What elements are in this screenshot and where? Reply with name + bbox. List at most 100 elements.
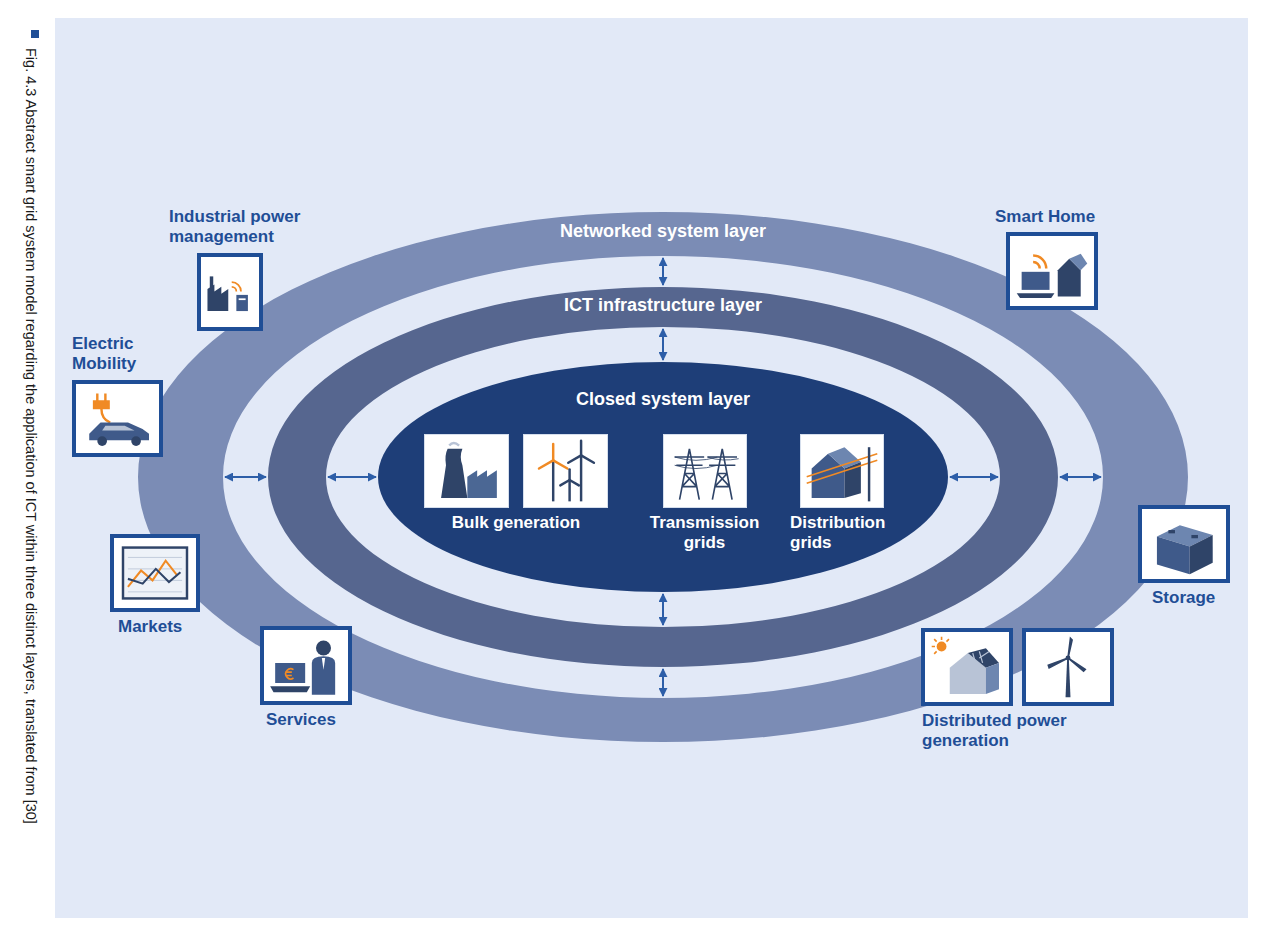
- icon-part: [568, 480, 570, 501]
- icon-part: [568, 469, 570, 480]
- icon-node: Distribution grids: [790, 434, 910, 554]
- icon-box: [260, 626, 352, 705]
- icon-row: [197, 253, 263, 331]
- icon-part: [123, 548, 187, 599]
- double-arrow: [1060, 476, 1101, 478]
- icon-node: Distributed power generation: [921, 628, 1114, 752]
- icon-box: [1022, 628, 1114, 706]
- layer-label: ICT infrastructure layer: [268, 295, 1058, 316]
- icon-row: [72, 380, 163, 457]
- icon-box: [800, 434, 884, 508]
- icon-part: [1066, 658, 1071, 697]
- icon-row: [921, 628, 1114, 706]
- icon-part: [568, 455, 581, 462]
- layer-band: [268, 287, 1058, 667]
- icon-part: [807, 454, 878, 484]
- icon-drawing: [1145, 512, 1223, 576]
- icon-row: [1006, 232, 1098, 310]
- double-arrow: [662, 329, 664, 360]
- icon-part: [1066, 656, 1071, 661]
- double-arrow: [328, 476, 376, 478]
- icon-part: [1022, 272, 1050, 290]
- icon-part: [932, 637, 949, 654]
- icon-row: [260, 626, 352, 705]
- icon-part: [316, 641, 331, 656]
- icon-part: [1017, 294, 1055, 299]
- node-label: Services: [266, 710, 366, 730]
- layer-ellipse: Closed system layerBulk generation Transm…: [378, 362, 948, 592]
- icon-row: [800, 434, 884, 508]
- double-arrow: [225, 476, 266, 478]
- node-label: Industrial power management: [169, 207, 344, 248]
- layer-label: Closed system layer: [378, 389, 948, 410]
- icon-part: [270, 686, 310, 692]
- icon-node: Electric Mobility: [72, 334, 172, 457]
- node-label: Bulk generation: [421, 513, 611, 533]
- icon-part: [552, 444, 554, 460]
- icon-part: [128, 557, 182, 591]
- icon-part: [1191, 535, 1198, 538]
- icon-part: [553, 460, 567, 468]
- icon-box: [663, 434, 747, 508]
- icon-drawing: [267, 633, 345, 698]
- icon-part: [89, 422, 149, 440]
- icon-part: [1157, 537, 1190, 575]
- icon-part: [868, 447, 870, 501]
- icon-box: [424, 434, 509, 508]
- node-label: Transmission grids: [637, 513, 772, 554]
- icon-part: [441, 449, 467, 498]
- icon-part: [232, 282, 241, 291]
- icon-box: [72, 380, 163, 457]
- icon-part: [1033, 256, 1046, 269]
- icon-part: [1168, 530, 1175, 533]
- icon-box: [523, 434, 608, 508]
- icon-part: [275, 663, 305, 683]
- icon-node: Storage: [1138, 505, 1242, 608]
- icon-part: [239, 298, 246, 300]
- node-label: Smart Home: [995, 207, 1135, 227]
- icon-part: [312, 656, 335, 694]
- node-label: Electric Mobility: [72, 334, 172, 375]
- node-label: Markets: [118, 617, 208, 637]
- icon-drawing: [1029, 635, 1107, 699]
- icon-row: [663, 434, 747, 508]
- node-label: Distributed power generation: [922, 711, 1112, 752]
- icon-box: [921, 628, 1013, 706]
- icon-part: [539, 460, 553, 468]
- icon-part: [94, 393, 109, 408]
- icon-drawing: [805, 439, 879, 503]
- icon-drawing: [429, 439, 504, 503]
- icon-part: [580, 455, 582, 501]
- icon-part: [322, 658, 325, 670]
- icon-part: [973, 651, 989, 664]
- icon-part: [580, 441, 582, 456]
- icon-part: [207, 284, 228, 311]
- icon-part: [131, 436, 141, 446]
- double-arrow: [662, 594, 664, 625]
- icon-part: [1048, 638, 1085, 671]
- icon-drawing: [928, 635, 1006, 699]
- icon-box: [197, 253, 263, 331]
- icon-node: Markets: [110, 534, 208, 637]
- layer-ellipse: ICT infrastructure layerClosed system la…: [268, 287, 1058, 667]
- icon-part: [581, 455, 594, 462]
- icon-part: [707, 449, 737, 500]
- icon-drawing: [1013, 239, 1091, 303]
- figure-caption: Fig. 4.3 Abstract smart grid system mode…: [22, 48, 40, 918]
- icon-part: [1069, 254, 1087, 270]
- icon-drawing: [79, 387, 156, 450]
- icon-node: Industrial power management: [169, 207, 344, 331]
- icon-part: [102, 426, 134, 431]
- icon-part: [1190, 535, 1213, 574]
- icon-part: [844, 462, 860, 498]
- icon-part: [285, 669, 293, 679]
- double-arrow: [950, 476, 998, 478]
- icon-row: [110, 534, 200, 612]
- icon-part: [128, 569, 181, 584]
- icon-drawing: [528, 439, 603, 503]
- icon-part: [236, 295, 248, 311]
- icon-box: [110, 534, 200, 612]
- icon-part: [560, 480, 569, 485]
- icon-node: Transmission grids: [637, 434, 772, 554]
- node-label: Storage: [1152, 588, 1242, 608]
